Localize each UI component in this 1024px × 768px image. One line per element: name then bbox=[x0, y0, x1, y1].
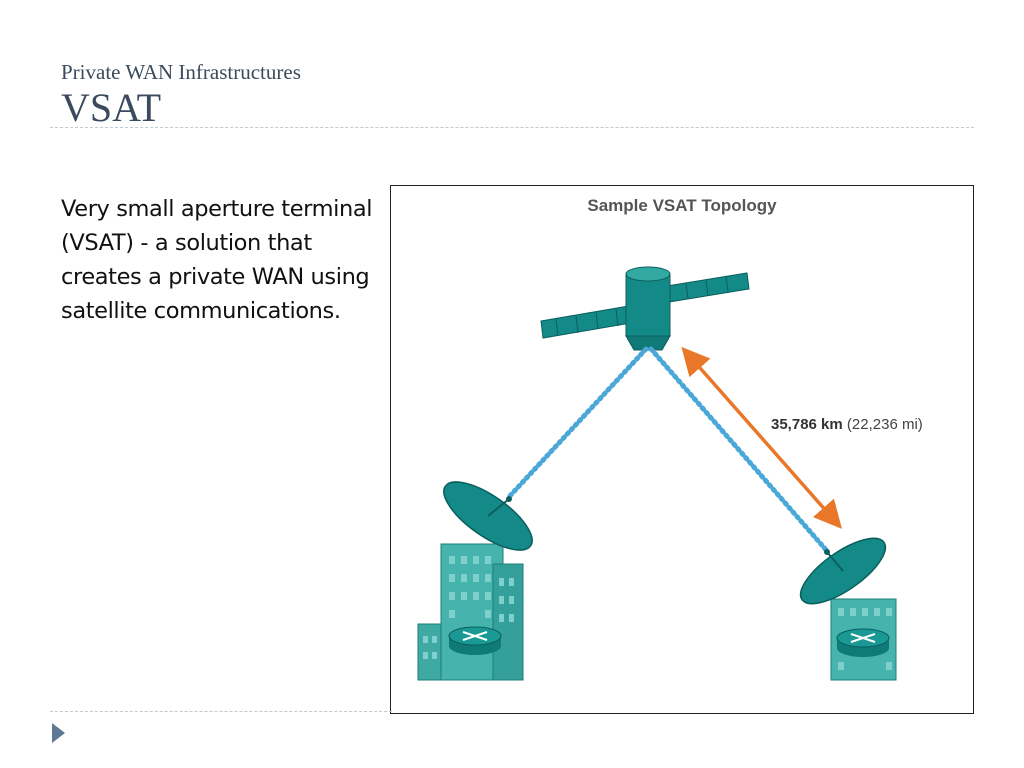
distance-mi: (22,236 mi) bbox=[846, 416, 923, 433]
figure-title: Sample VSAT Topology bbox=[587, 196, 777, 215]
satellite-dish-icon bbox=[443, 481, 533, 551]
office-building-icon bbox=[417, 543, 524, 681]
footer-divider bbox=[50, 711, 392, 712]
vsat-topology-figure: Sample VSAT Topology 35,786 km (22,236 m… bbox=[390, 185, 974, 714]
distance-arrow bbox=[681, 346, 842, 529]
distance-km: 35,786 km bbox=[771, 416, 843, 433]
topology-diagram bbox=[417, 266, 897, 681]
body-text: Very small aperture terminal (VSAT) - a … bbox=[61, 196, 373, 324]
satellite-dish-icon bbox=[799, 537, 887, 605]
router-icon bbox=[836, 628, 890, 657]
slide-title: VSAT bbox=[61, 85, 162, 130]
router-icon bbox=[448, 626, 502, 655]
signal-wave-icon bbox=[505, 346, 649, 501]
header-divider bbox=[50, 127, 974, 128]
satellite-icon bbox=[540, 266, 750, 351]
signal-wave-icon bbox=[648, 346, 830, 554]
distance-label: 35,786 km (22,236 mi) bbox=[771, 416, 923, 433]
slide-subtitle: Private WAN Infrastructures bbox=[61, 60, 301, 84]
slide-bullet-icon bbox=[52, 723, 65, 743]
